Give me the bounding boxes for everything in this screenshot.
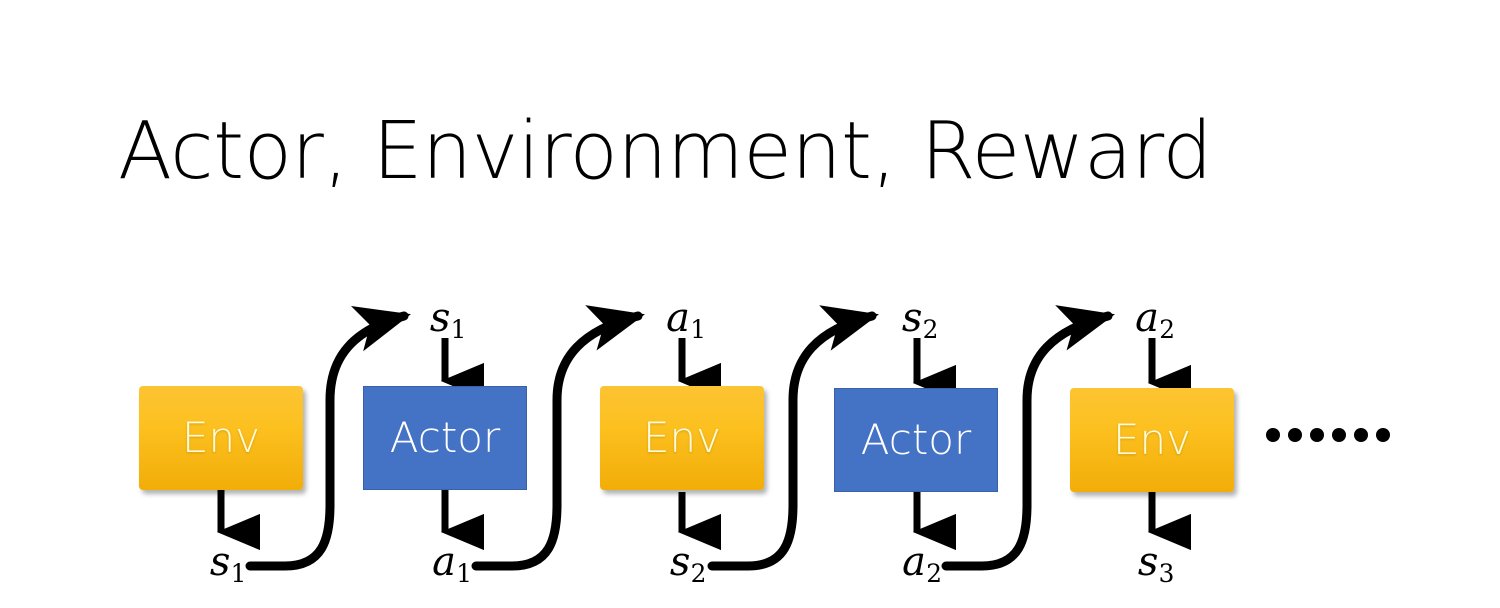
curve-s1-to-actor-1 (245, 306, 411, 571)
node-env-2-label: Env (642, 413, 721, 462)
node-env-3[interactable]: Env (1070, 388, 1234, 492)
label-top-s1: s1 (429, 295, 467, 342)
label-top-a2: a2 (1135, 295, 1175, 342)
label-bottom-a1-sub: 1 (456, 559, 473, 589)
continuation-ellipsis (1266, 428, 1390, 442)
label-bottom-s1: s1 (209, 539, 247, 586)
label-bottom-s1-sub: 1 (230, 559, 247, 589)
label-bottom-a2-sub: 2 (926, 559, 943, 589)
node-env-2[interactable]: Env (600, 386, 764, 490)
label-bottom-s3-base: s (1137, 539, 1159, 585)
label-bottom-s2-base: s (669, 539, 691, 585)
label-bottom-s3-sub: 3 (1158, 559, 1175, 589)
node-env-1[interactable]: Env (139, 386, 303, 490)
label-top-s1-base: s (429, 295, 451, 341)
arrows-into-boxes (440, 338, 1192, 402)
node-actor-2[interactable]: Actor (834, 388, 998, 492)
node-actor-1[interactable]: Actor (363, 386, 527, 490)
label-top-s1-sub: 1 (450, 315, 467, 345)
label-bottom-a1: a1 (432, 539, 472, 586)
node-env-1-label: Env (181, 413, 260, 462)
label-top-a1: a1 (666, 295, 706, 342)
label-top-s2: s2 (901, 295, 939, 342)
node-actor-1-label: Actor (389, 413, 501, 462)
ellipsis-dot-group-2 (1332, 428, 1390, 442)
label-bottom-s1-base: s (209, 539, 231, 585)
label-top-a2-sub: 2 (1159, 315, 1176, 345)
label-top-s2-base: s (901, 295, 923, 341)
ellipsis-dot (1266, 428, 1280, 442)
label-top-a1-sub: 1 (690, 315, 707, 345)
curve-a2-to-env-3 (941, 305, 1115, 571)
ellipsis-dot-group-1 (1266, 428, 1324, 442)
label-top-a1-base: a (666, 295, 691, 341)
label-top-a2-base: a (1135, 295, 1160, 341)
arrows-out-of-boxes (216, 490, 1192, 551)
label-bottom-a2: a2 (902, 539, 942, 586)
page-title: Actor, Environment, Reward (118, 105, 1212, 197)
label-top-s2-sub: 2 (922, 315, 939, 345)
label-bottom-a1-base: a (432, 539, 457, 585)
feedback-s-curves (245, 305, 1115, 571)
ellipsis-dot (1310, 428, 1324, 442)
ellipsis-dot (1354, 428, 1368, 442)
ellipsis-dot (1376, 428, 1390, 442)
ellipsis-dot (1332, 428, 1346, 442)
node-actor-2-label: Actor (860, 415, 972, 464)
label-bottom-a2-base: a (902, 539, 927, 585)
node-env-3-label: Env (1112, 415, 1191, 464)
curve-s2-to-actor-2 (707, 305, 879, 571)
curve-a1-to-env-2 (471, 305, 645, 571)
label-bottom-s2: s2 (669, 539, 707, 586)
label-bottom-s3: s3 (1137, 539, 1175, 586)
label-bottom-s2-sub: 2 (690, 559, 707, 589)
ellipsis-dot (1288, 428, 1302, 442)
